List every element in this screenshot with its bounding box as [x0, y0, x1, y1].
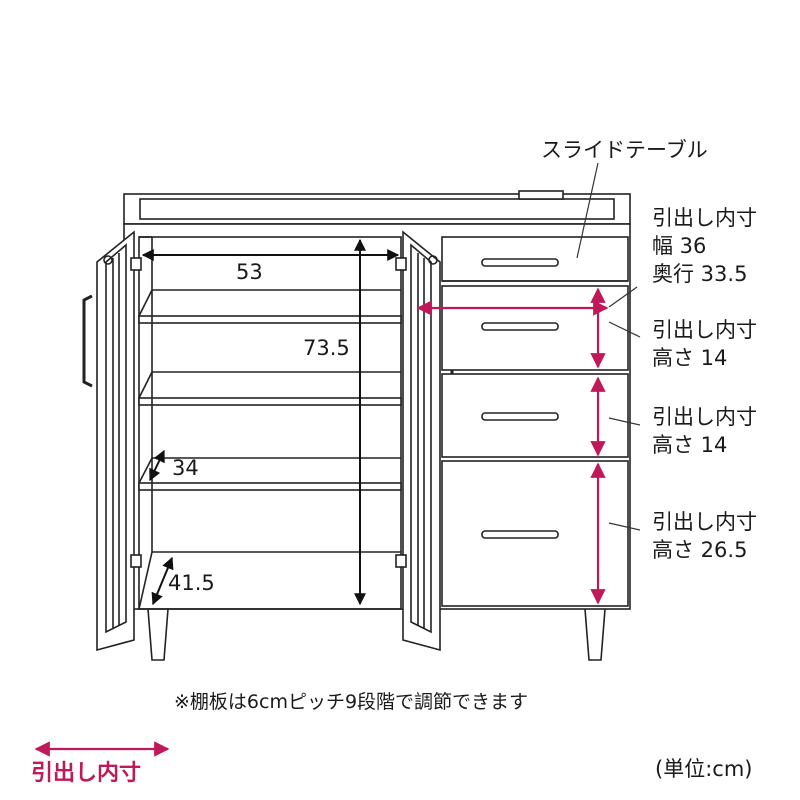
drawer-1-height: 高さ 14	[652, 346, 728, 370]
bottom-depth-value: 41.5	[168, 571, 215, 595]
pink-dimension-lines	[34, 287, 609, 757]
legs	[147, 608, 606, 661]
legend-label: 引出し内寸	[31, 761, 142, 786]
drawer-3-callout: 引出し内寸 高さ 26.5	[652, 508, 757, 564]
drawer-inner-top-depth: 奥行 33.5	[652, 262, 748, 286]
drawer-pulls	[481, 258, 559, 539]
left-door	[82, 230, 142, 652]
drawer-inner-top-callout: 引出し内寸 幅 36 奥行 33.5	[652, 204, 757, 288]
drawer-1-callout: 引出し内寸 高さ 14	[652, 316, 757, 372]
unit-label: (単位:cm)	[655, 757, 753, 781]
shelf-adjust-note: ※棚板は6cmピッチ9段階で調節できます	[174, 691, 529, 713]
drawer-2-height: 高さ 14	[652, 433, 728, 457]
black-dimension-lines	[141, 238, 400, 606]
inner-width-value: 53	[236, 260, 263, 284]
inner-height-value: 73.5	[303, 336, 350, 360]
drawer-1-title: 引出し内寸	[652, 318, 757, 342]
drawer-inner-top-title: 引出し内寸	[652, 206, 757, 230]
drawer-3-title: 引出し内寸	[652, 510, 757, 534]
leader-lines	[576, 162, 641, 531]
slide-table-label: スライドテーブル	[541, 138, 708, 162]
drawer-inner-top-width: 幅 36	[652, 234, 707, 258]
drawer-3-height: 高さ 26.5	[652, 538, 748, 562]
drawer-2-callout: 引出し内寸 高さ 14	[652, 403, 757, 459]
drawer-2-title: 引出し内寸	[652, 405, 757, 429]
drawers	[441, 236, 629, 607]
shelf-depth-value: 34	[172, 456, 199, 480]
